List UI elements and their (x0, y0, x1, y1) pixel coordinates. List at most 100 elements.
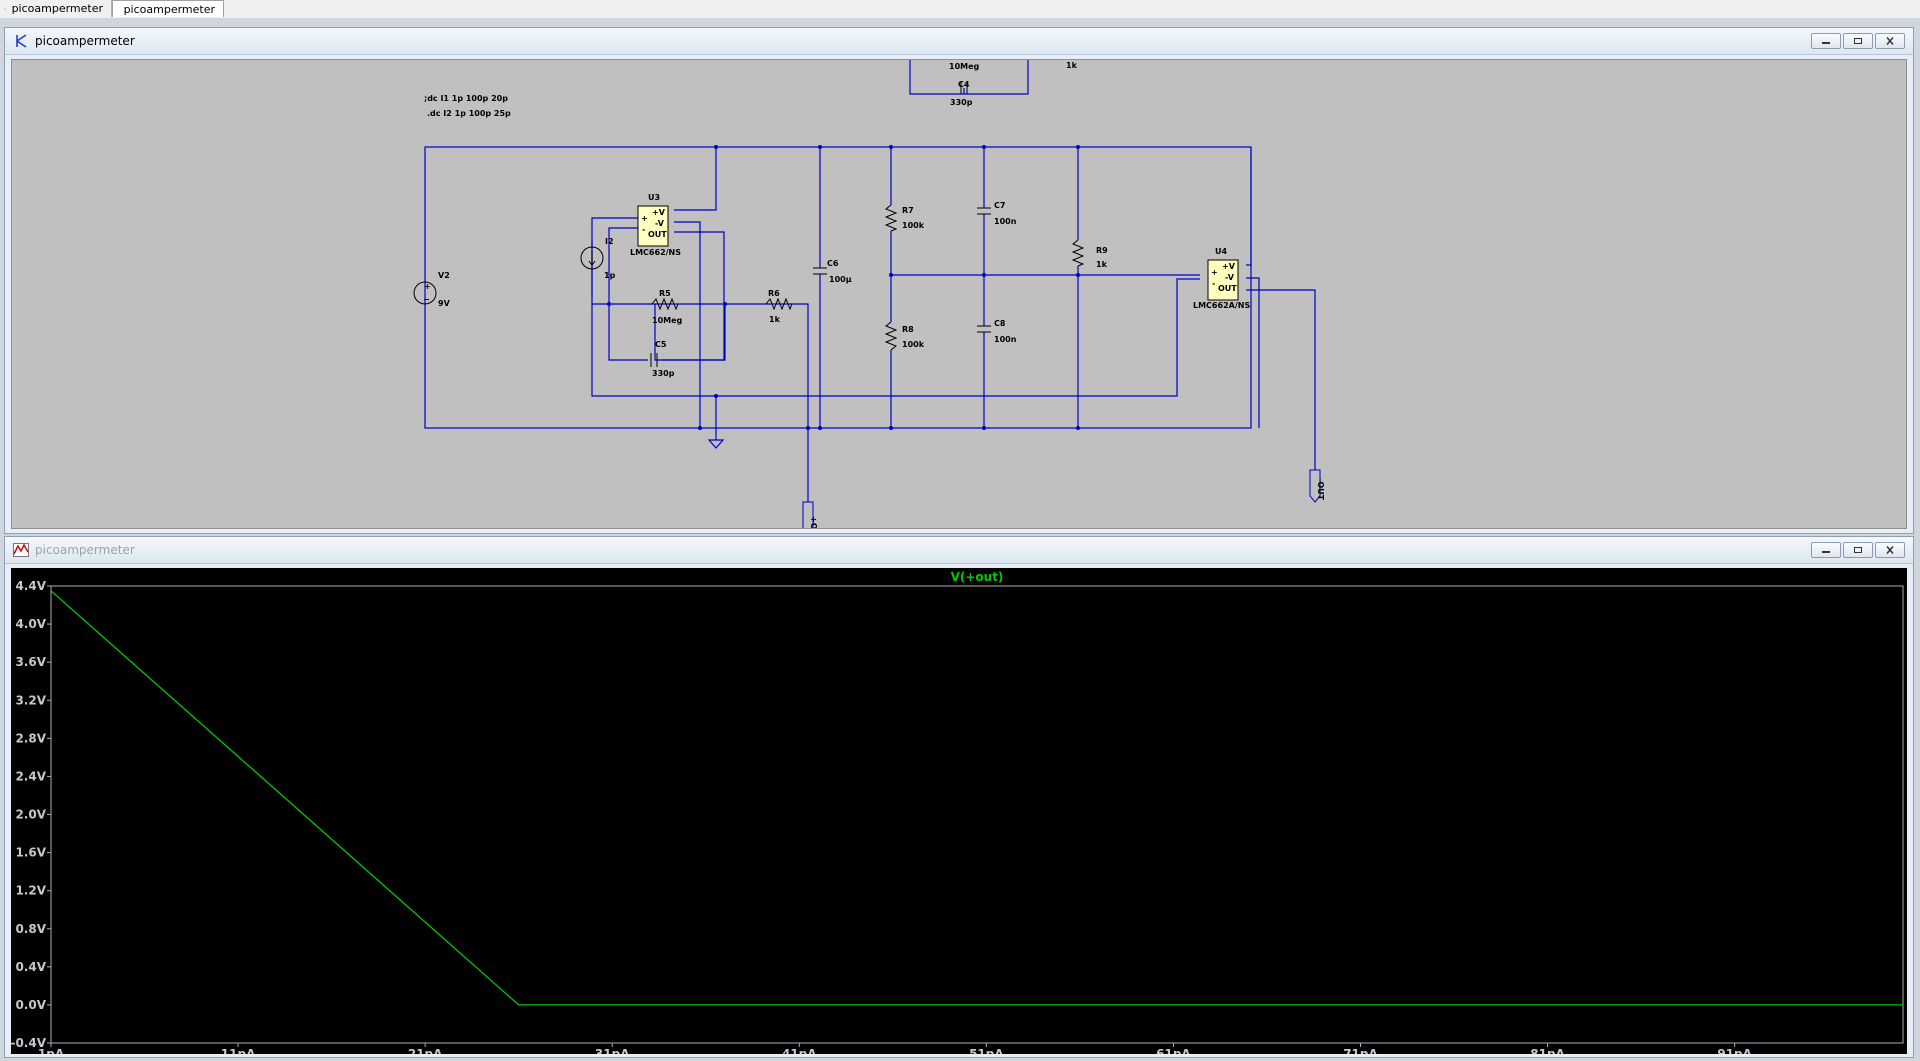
window-title: picoampermeter (35, 34, 135, 48)
u3-pin-pv: +V (652, 208, 666, 217)
y-tick-label: 4.0V (15, 617, 46, 631)
close-icon (1886, 37, 1894, 45)
u4-symbol (1207, 259, 1239, 301)
u3-ref: U3 (648, 193, 660, 202)
minus-out-label: -OUT (1316, 478, 1325, 501)
c8-ref: C8 (994, 319, 1006, 328)
tab-label: picoampermeter (11, 2, 103, 15)
mdi-area: picoampermeter (0, 18, 1920, 1061)
schematic-canvas[interactable]: + − +V -V OUT + - +V -V OUT + - (11, 59, 1907, 542)
c4-value: 330p (950, 98, 973, 107)
x-tick-label: 1pA (38, 1047, 65, 1054)
svg-text:+: + (424, 282, 431, 291)
plus-out-label: +OUT (809, 516, 818, 528)
minimize-icon (1822, 42, 1830, 44)
r8-symbol (884, 321, 898, 351)
c7-ref: C7 (994, 201, 1005, 210)
r6-ref: R6 (768, 289, 780, 298)
minimize-button[interactable] (1811, 33, 1841, 49)
r7-symbol (884, 204, 898, 232)
x-tick-label: 91pA (1717, 1047, 1752, 1054)
r6-value: 1k (769, 315, 781, 324)
c6-value: 100µ (829, 275, 852, 284)
x-tick-label: 71pA (1343, 1047, 1378, 1054)
x-tick-label: 81pA (1530, 1047, 1565, 1054)
tab-schematic[interactable]: picoampermeter (112, 0, 224, 17)
r8-value: 100k (902, 340, 925, 349)
y-tick-label: 2.4V (15, 769, 46, 783)
directive-1[interactable]: ;dc I1 1p 100p 20p (424, 94, 508, 103)
r9-value: 1k (1096, 260, 1108, 269)
restore-button[interactable] (1843, 542, 1873, 558)
r8-ref: R8 (902, 325, 914, 334)
y-tick-label: 3.6V (15, 655, 46, 669)
x-tick-label: 41pA (782, 1047, 817, 1054)
u3-symbol (637, 205, 669, 247)
y-tick-label: 3.2V (15, 693, 46, 707)
c7-value: 100n (994, 217, 1017, 226)
u3-pin-nv: -V (655, 219, 665, 228)
restore-button[interactable] (1843, 33, 1873, 49)
r5-symbol (651, 297, 679, 311)
waveform-icon (4, 7, 6, 10)
window-title: picoampermeter (35, 543, 135, 557)
schematic-titlebar[interactable]: picoampermeter (5, 28, 1913, 55)
close-icon (1886, 546, 1894, 554)
plot-window[interactable]: picoampermeter V(+out) -0.4V 0.0V 0.4V 0.8V… (4, 536, 1914, 1061)
i2-value: 1p (604, 271, 616, 280)
minimize-button[interactable] (1811, 542, 1841, 558)
close-button[interactable] (1875, 33, 1905, 49)
u3-part: LMC662/NS (630, 248, 681, 257)
u4-pin-pv: +V (1222, 262, 1236, 271)
waveform-plot[interactable]: V(+out) -0.4V0.0V0.4V0.8V1.2V1.6V2.0V2.4… (10, 568, 1907, 1061)
trace-label[interactable]: V(+out) (951, 570, 1004, 584)
schematic-window[interactable]: picoampermeter (4, 27, 1914, 542)
restore-icon (1854, 38, 1862, 44)
y-tick-label: 4.4V (15, 579, 46, 593)
x-tick-label: 31pA (595, 1047, 630, 1054)
y-tick-label: 0.0V (15, 998, 46, 1012)
c8-value: 100n (994, 335, 1017, 344)
directive-2[interactable]: .dc I2 1p 100p 25p (427, 109, 511, 118)
u3-pin-out: OUT (648, 230, 667, 239)
u4-pin-nv: -V (1225, 273, 1235, 282)
tab-label: picoampermeter (123, 2, 215, 16)
waveform-icon (13, 543, 29, 557)
y-tick-label: 0.4V (15, 960, 46, 974)
y-tick-label: 0.8V (15, 922, 46, 936)
u4-part: LMC662A/NS (1193, 301, 1250, 310)
r5-value: 10Meg (652, 316, 683, 325)
y-tick-label: -0.4V (11, 1036, 47, 1050)
minimize-icon (1822, 551, 1830, 553)
plot-titlebar[interactable]: picoampermeter (5, 537, 1913, 564)
u3-in-plus: + (641, 214, 648, 223)
v2-value: 9V (438, 299, 451, 308)
r6-symbol (765, 297, 793, 311)
c4-ref: C4 (958, 80, 970, 89)
r7-ref: R7 (902, 206, 914, 215)
tab-waveform[interactable]: picoampermeter (0, 0, 112, 17)
y-tick-label: 1.6V (15, 846, 46, 860)
u4-in-plus: + (1211, 268, 1218, 277)
rtop-value: 10Meg (949, 62, 980, 71)
x-tick-label: 61pA (1156, 1047, 1191, 1054)
u4-ref: U4 (1215, 247, 1227, 256)
close-button[interactable] (1875, 542, 1905, 558)
schematic-drawing[interactable]: + − +V -V OUT + - +V -V OUT + - (12, 60, 1906, 542)
schematic-icon (16, 34, 27, 48)
y-tick-label: 2.8V (15, 731, 46, 745)
x-tick-label: 51pA (969, 1047, 1004, 1054)
plot-area[interactable] (50, 585, 1904, 1044)
r7-value: 100k (902, 221, 925, 230)
restore-icon (1854, 547, 1862, 553)
document-tab-bar: picoampermeter picoampermeter (0, 0, 1920, 19)
x-tick-label: 21pA (408, 1047, 443, 1054)
c5-ref: C5 (655, 340, 667, 349)
u4-pin-out: OUT (1218, 284, 1237, 293)
schematic-icon (117, 8, 118, 10)
c6-ref: C6 (827, 259, 839, 268)
i2-ref: I2 (605, 237, 614, 246)
r5-ref: R5 (659, 289, 671, 298)
y-tick-label: 2.0V (15, 808, 46, 822)
